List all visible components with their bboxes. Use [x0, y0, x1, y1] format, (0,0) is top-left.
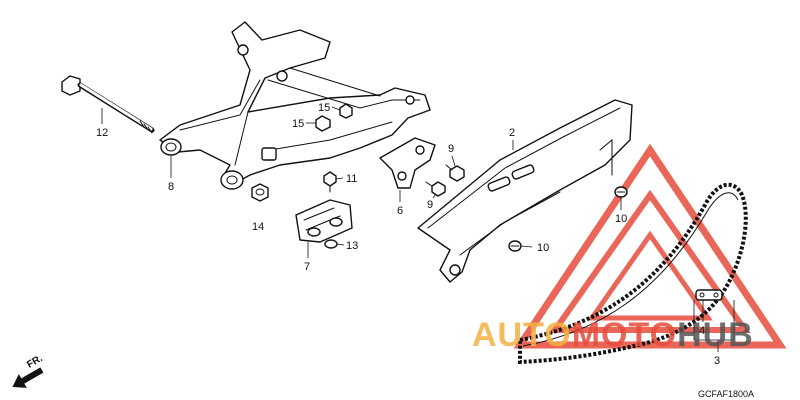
chain-slider [295, 199, 353, 243]
watermark-logo [513, 143, 787, 349]
nut-15-lower [315, 115, 331, 132]
bolt-9-upper [445, 164, 465, 182]
bolt-9-lower [425, 181, 446, 197]
watermark-part-3: HUB [677, 316, 754, 354]
callout-15-lower: 15 [292, 118, 304, 130]
screw-10-lower [508, 240, 522, 252]
callout-9-upper: 9 [448, 143, 454, 155]
nut-15-upper [339, 103, 353, 119]
axle-bolt [61, 75, 155, 134]
callouts: 12 8 15 15 14 11 13 7 6 9 9 2 10 10 4 3 [96, 102, 720, 367]
bolt-11 [323, 171, 337, 193]
callout-11: 11 [346, 173, 357, 185]
callout-8: 8 [168, 181, 174, 193]
chain-master-link [695, 289, 723, 301]
bushing-lower [220, 170, 244, 190]
callout-6: 6 [397, 205, 403, 217]
callout-15-upper: 15 [318, 102, 330, 114]
callout-2: 2 [509, 127, 515, 139]
callout-7: 7 [304, 261, 310, 273]
svg-text:AUTOMOTOHUB: AUTOMOTOHUB [472, 316, 754, 354]
watermark-part-1: AUTO [472, 316, 572, 354]
bushing-upper [160, 138, 182, 156]
nut-14 [251, 183, 269, 202]
callout-14: 14 [252, 221, 264, 233]
bolt-13 [324, 239, 338, 249]
watermark-part-2: MOTO [572, 316, 677, 354]
front-direction-arrow: FR. [12, 353, 45, 388]
callout-3: 3 [714, 355, 720, 367]
callout-9-lower: 9 [427, 199, 433, 211]
chain-case-bracket [379, 137, 436, 189]
screw-10-upper [614, 186, 628, 198]
callout-10-upper: 10 [615, 213, 627, 225]
drive-chain [518, 182, 748, 365]
watermark-text: AUTOMOTOHUB [472, 316, 754, 354]
callout-4: 4 [699, 325, 705, 337]
front-direction-label: FR. [25, 353, 45, 371]
leader-lines [101, 106, 735, 352]
callout-10-lower: 10 [537, 242, 549, 254]
chain-case [417, 99, 633, 283]
callout-12: 12 [96, 127, 108, 139]
diagram-code: GCFAF1800A [698, 389, 754, 399]
callout-13: 13 [346, 240, 358, 252]
